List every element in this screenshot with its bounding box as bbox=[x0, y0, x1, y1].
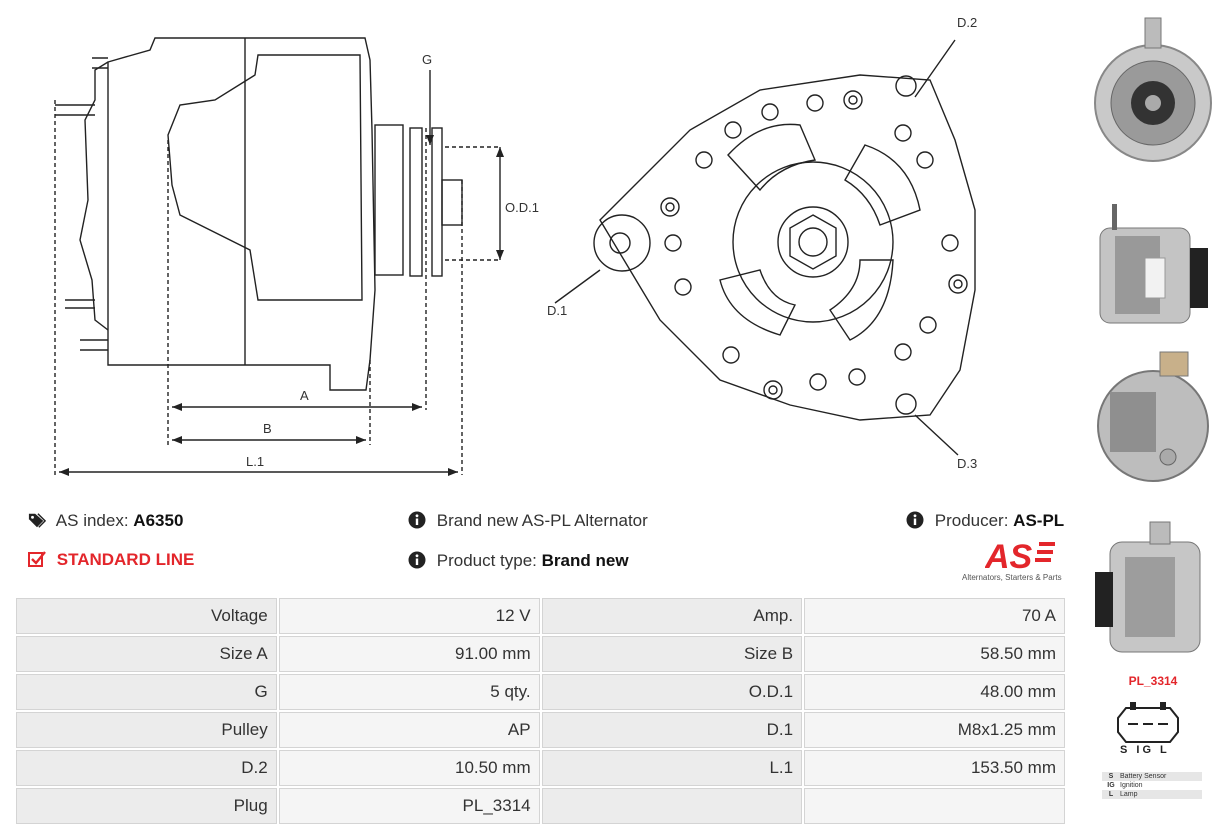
spec-value bbox=[804, 788, 1065, 824]
table-row: G 5 qty. O.D.1 48.00 mm bbox=[16, 674, 1065, 710]
plug-connector-icon bbox=[1117, 702, 1179, 743]
mount-ear-d1 bbox=[593, 214, 651, 272]
label-l1: L.1 bbox=[246, 454, 264, 469]
front-bearing bbox=[374, 124, 404, 276]
label-g: G bbox=[422, 52, 432, 67]
label-a: A bbox=[300, 388, 309, 403]
product-photo-side bbox=[1099, 204, 1208, 324]
spec-label: D.1 bbox=[541, 712, 803, 748]
info-icon bbox=[408, 551, 426, 569]
table-row: Voltage 12 V Amp. 70 A bbox=[16, 598, 1065, 634]
pulley-2 bbox=[431, 127, 443, 277]
product-description: Brand new AS-PL Alternator bbox=[408, 511, 648, 531]
spec-value: AP bbox=[278, 712, 540, 748]
front-view-housing bbox=[599, 74, 976, 421]
spec-value: 91.00 mm bbox=[278, 636, 540, 672]
label-d2: D.2 bbox=[957, 15, 977, 30]
producer: Producer: AS-PL bbox=[906, 511, 1064, 531]
spec-value: 58.50 mm bbox=[804, 636, 1065, 672]
spec-value: 12 V bbox=[278, 598, 540, 634]
label-b: B bbox=[263, 421, 272, 436]
product-photo-front bbox=[1094, 17, 1212, 162]
spec-label: G bbox=[16, 674, 277, 710]
label-d1: D.1 bbox=[547, 303, 567, 318]
pulley bbox=[409, 127, 423, 277]
spec-label: Amp. bbox=[541, 598, 803, 634]
product-photo-top bbox=[1095, 521, 1201, 653]
rear-cover bbox=[79, 61, 109, 331]
info-icon bbox=[408, 511, 426, 529]
plug-code: PL_3314 bbox=[1128, 674, 1178, 688]
as-pl-logo: AS bbox=[985, 538, 1055, 572]
spec-label: Voltage bbox=[16, 598, 277, 634]
table-row: Pulley AP D.1 M8x1.25 mm bbox=[16, 712, 1065, 748]
spec-label: L.1 bbox=[541, 750, 803, 786]
spec-label: Size A bbox=[16, 636, 277, 672]
spec-value: PL_3314 bbox=[278, 788, 540, 824]
spec-value: 70 A bbox=[804, 598, 1065, 634]
spec-value: 48.00 mm bbox=[804, 674, 1065, 710]
spec-table: Voltage 12 V Amp. 70 A Size A 91.00 mm S… bbox=[14, 596, 1067, 826]
label-od1: O.D.1 bbox=[505, 200, 539, 215]
spec-value: 153.50 mm bbox=[804, 750, 1065, 786]
spec-value: 5 qty. bbox=[278, 674, 540, 710]
front-view-hub bbox=[732, 161, 894, 323]
info-icon bbox=[906, 511, 924, 529]
side-view-window bbox=[167, 54, 363, 301]
standard-line-badge: STANDARD LINE bbox=[28, 550, 194, 570]
rear-bolts bbox=[55, 57, 108, 351]
shaft bbox=[441, 179, 463, 226]
table-row: Plug PL_3314 bbox=[16, 788, 1065, 824]
table-row: D.2 10.50 mm L.1 153.50 mm bbox=[16, 750, 1065, 786]
spec-label: Size B bbox=[541, 636, 803, 672]
technical-drawing: G O.D.1 A B L.1 D.1 D.2 D.3 bbox=[54, 15, 977, 476]
product-type: Product type: Brand new bbox=[408, 551, 629, 571]
spec-label: Plug bbox=[16, 788, 277, 824]
spec-value: M8x1.25 mm bbox=[804, 712, 1065, 748]
spec-label: D.2 bbox=[16, 750, 277, 786]
table-row: Size A 91.00 mm Size B 58.50 mm bbox=[16, 636, 1065, 672]
spec-label: O.D.1 bbox=[541, 674, 803, 710]
spec-value: 10.50 mm bbox=[278, 750, 540, 786]
svg-text:AS: AS bbox=[985, 538, 1033, 572]
side-view-housing bbox=[107, 37, 376, 391]
product-photo-rear bbox=[1097, 351, 1209, 482]
logo-tagline: Alternators, Starters & Parts bbox=[962, 573, 1062, 582]
label-d3: D.3 bbox=[957, 456, 977, 471]
spec-label bbox=[541, 788, 803, 824]
as-index: AS index: A6350 bbox=[28, 511, 183, 531]
spec-label: Pulley bbox=[16, 712, 277, 748]
plug-pin-labels: S IG L bbox=[1120, 744, 1170, 756]
checkbox-icon bbox=[28, 551, 46, 567]
tags-icon bbox=[28, 513, 46, 528]
